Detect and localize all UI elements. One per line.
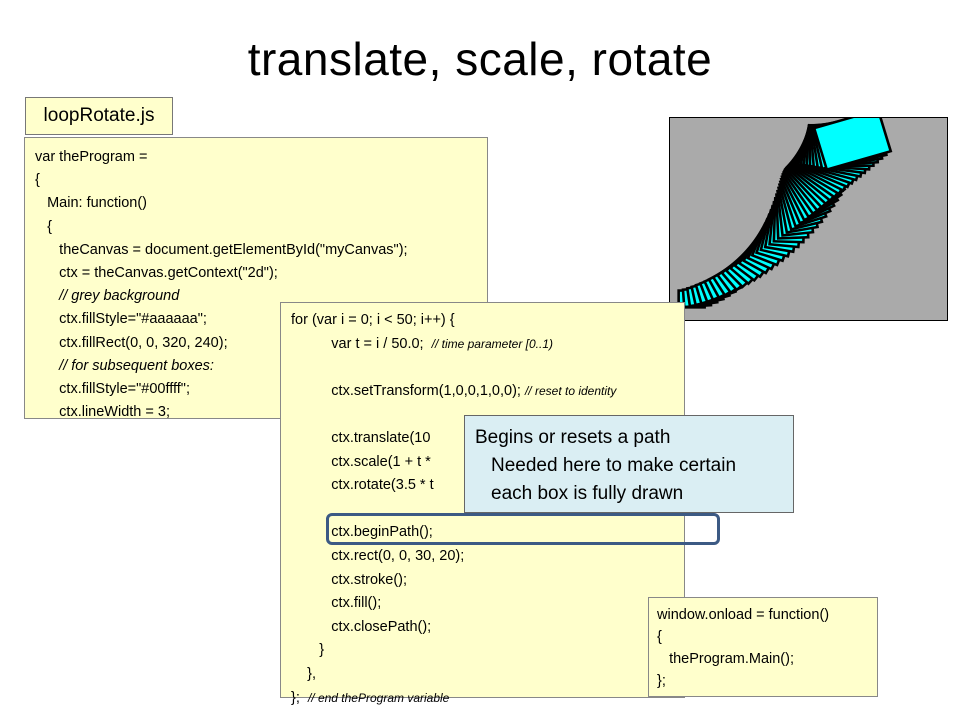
code-line: ctx.beginPath(); xyxy=(291,521,684,545)
code-line: ctx.closePath(); xyxy=(291,616,684,640)
code-line: window.onload = function() xyxy=(657,604,877,626)
code-text: { xyxy=(657,629,662,645)
code-line: var t = i / 50.0; // time parameter [0..… xyxy=(291,333,684,357)
code-comment: // grey background xyxy=(35,288,180,305)
code-text: ctx.stroke(); xyxy=(291,571,408,588)
code-text: ctx.fillStyle="#00ffff"; xyxy=(35,380,190,397)
code-line: ctx.rect(0, 0, 30, 20); xyxy=(291,545,684,569)
code-line: ctx.setTransform(1,0,0,1,0,0); // reset … xyxy=(291,380,684,404)
code-text: ctx.translate(10 xyxy=(291,429,431,446)
code-text: window.onload = function() xyxy=(657,607,830,623)
code-line: } xyxy=(291,639,684,663)
code-line: ctx.stroke(); xyxy=(291,569,684,593)
canvas-preview xyxy=(669,117,948,321)
beginpath-highlight xyxy=(326,513,720,545)
code-line: ctx.scale(1 + t * xyxy=(291,451,684,475)
file-name-label: loopRotate.js xyxy=(25,97,173,135)
callout-line: Begins or resets a path xyxy=(475,427,671,448)
code-line: ctx.translate(10 xyxy=(291,427,684,451)
code-text: }, xyxy=(291,665,316,682)
code-text: { xyxy=(35,172,40,189)
code-line: { xyxy=(657,626,877,648)
slide-title: translate, scale, rotate xyxy=(247,33,713,85)
code-line: // for subsequent boxes: xyxy=(35,355,487,378)
code-line: for (var i = 0; i < 50; i++) { xyxy=(291,309,684,333)
code-comment: // reset to identity xyxy=(524,383,617,398)
code-text: ctx.lineWidth = 3; xyxy=(35,404,170,421)
rotated-boxes-drawing xyxy=(670,118,947,320)
code-text: theProgram.Main(); xyxy=(657,651,794,667)
code-line: var theProgram = xyxy=(35,146,487,169)
code-text: var theProgram = xyxy=(35,149,148,165)
code-comment: // time parameter [0..1) xyxy=(431,336,554,351)
code-text: for (var i = 0; i < 50; i++) { xyxy=(291,312,455,328)
code-text: Main: function() xyxy=(35,195,148,212)
code-text: var t = i / 50.0; xyxy=(291,335,432,352)
code-comment: // for subsequent boxes: xyxy=(35,357,214,374)
onload-code-box: window.onload = function() { theProgram.M… xyxy=(648,597,878,697)
code-text: ctx.fillStyle="#aaaaaa"; xyxy=(35,311,207,328)
code-line: }; // end theProgram variable xyxy=(291,687,684,711)
code-line: }; xyxy=(657,670,877,692)
code-line: theProgram.Main(); xyxy=(657,648,877,670)
main-code-box: var theProgram = { Main: function() { the… xyxy=(24,137,488,420)
code-line: ctx.lineWidth = 3; xyxy=(35,401,487,424)
code-text: ctx.beginPath(); xyxy=(291,524,433,541)
callout-line: each box is fully drawn xyxy=(491,483,684,504)
code-line: // grey background xyxy=(35,285,487,308)
code-text: ctx = theCanvas.getContext("2d"); xyxy=(35,264,278,281)
code-text: }; xyxy=(657,673,666,689)
code-text: theCanvas = document.getElementById("myC… xyxy=(35,241,408,258)
code-text: { xyxy=(35,218,52,235)
code-line: ctx.fillRect(0, 0, 320, 240); xyxy=(35,332,487,355)
code-text: ctx.fill(); xyxy=(291,595,382,612)
code-line: Main: function() xyxy=(35,192,487,215)
code-line: ctx.fill(); xyxy=(291,592,684,616)
code-text: ctx.closePath(); xyxy=(291,618,432,635)
code-text: ctx.fillRect(0, 0, 320, 240); xyxy=(35,334,228,351)
code-line: ctx.fillStyle="#aaaaaa"; xyxy=(35,308,487,331)
code-line: ctx = theCanvas.getContext("2d"); xyxy=(35,262,487,285)
code-text: ctx.setTransform(1,0,0,1,0,0); xyxy=(291,382,525,399)
code-line: { xyxy=(35,169,487,192)
callout-note: Begins or resets a path Needed here to m… xyxy=(464,415,794,513)
code-comment: // end theProgram variable xyxy=(307,690,450,705)
code-text: ctx.rect(0, 0, 30, 20); xyxy=(291,547,465,564)
code-line: ctx.fillStyle="#00ffff"; xyxy=(35,378,487,401)
code-text: ctx.rotate(3.5 * t xyxy=(291,477,434,494)
callout-line: Needed here to make certain xyxy=(491,455,737,476)
code-text: } xyxy=(291,642,325,659)
rotated-box xyxy=(812,118,893,172)
code-line: theCanvas = document.getElementById("myC… xyxy=(35,239,487,262)
code-line: }, xyxy=(291,663,684,687)
code-line xyxy=(291,356,684,380)
code-line: ctx.rotate(3.5 * t xyxy=(291,474,684,498)
code-line: { xyxy=(35,216,487,239)
code-text: ctx.scale(1 + t * xyxy=(291,453,431,470)
code-text: }; xyxy=(291,689,308,706)
